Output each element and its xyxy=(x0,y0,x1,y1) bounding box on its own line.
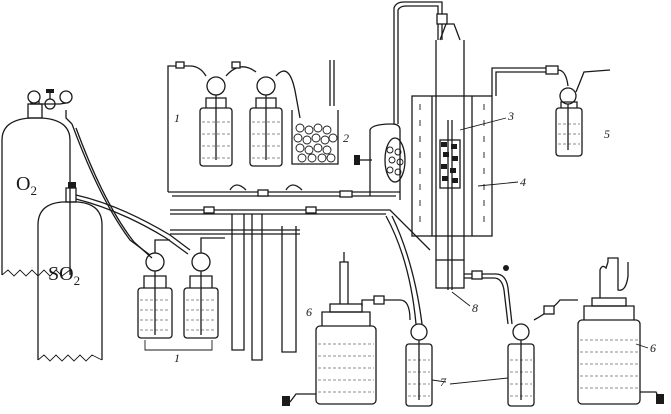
wash-bottles-bottom xyxy=(137,237,225,351)
label-drying-tube: 2 xyxy=(343,131,349,145)
collection-bottle-left xyxy=(385,215,433,407)
aspirator-left xyxy=(282,252,411,406)
packed-absorber xyxy=(291,60,339,165)
hose-clamp xyxy=(436,13,448,25)
collection-bottle-right xyxy=(464,265,535,407)
label-wash-bottles-bottom: 1 xyxy=(174,351,180,365)
cylinder-hoses xyxy=(71,123,191,259)
label-aspirator-right: 6 xyxy=(650,341,656,355)
sulfur-dioxide-label: SO2 xyxy=(48,263,80,288)
gas-manifold xyxy=(168,184,431,361)
feed-hose xyxy=(393,1,443,124)
label-furnace: 4 xyxy=(520,175,526,189)
wash-bottles-top xyxy=(167,61,301,192)
oxygen-cylinder xyxy=(1,95,71,277)
label-absorber: 5 xyxy=(604,127,610,141)
drying-tube xyxy=(354,123,406,200)
aspirator-right xyxy=(533,257,664,405)
absorber-bottle xyxy=(491,65,611,157)
oxygen-regulator xyxy=(27,89,73,125)
reactor-tube xyxy=(435,23,465,290)
label-reactor-tube: 3 xyxy=(507,109,514,123)
label-wash-bottles-top: 1 xyxy=(174,111,180,125)
label-thermocouple: 8 xyxy=(472,301,478,315)
label-aspirator-left: 6 xyxy=(306,305,312,319)
oxygen-label: O2 xyxy=(16,173,37,198)
